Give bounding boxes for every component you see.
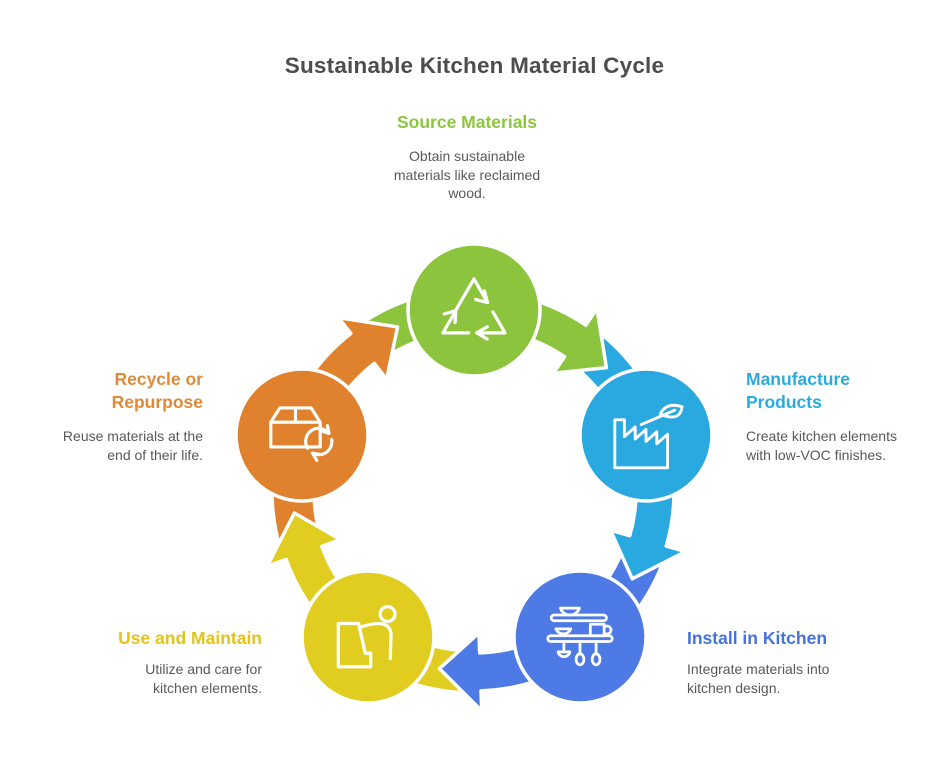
node-description-use-and-maintain: Utilize and care for kitchen elements. [145, 661, 262, 696]
node-description-source-materials: Obtain sustainable materials like reclai… [393, 148, 541, 201]
node-description-manufacture-products: Create kitchen elements with low-VOC fin… [746, 428, 897, 463]
factory-leaf-icon [613, 403, 684, 470]
person-counter-icon [336, 605, 397, 669]
node-label-use-and-maintain: Use and Maintain [118, 628, 262, 648]
node-label-recycle-or-repurpose: Recycle or Repurpose [111, 369, 203, 412]
node-description-recycle-or-repurpose: Reuse materials at the end of their life… [62, 428, 203, 463]
recycle-triangle-icon [441, 277, 507, 341]
page-title: Sustainable Kitchen Material Cycle [284, 53, 665, 78]
node-circle-use-and-maintain [300, 569, 436, 705]
kitchen-shelves-icon [546, 606, 614, 667]
node-circle-recycle-or-repurpose [234, 367, 370, 503]
node-description-install-in-kitchen: Integrate materials into kitchen design. [687, 661, 830, 696]
node-label-manufacture-products: Manufacture Products [746, 369, 851, 412]
node-label-source-materials: Source Materials [396, 112, 538, 132]
node-circle-source-materials [406, 242, 542, 378]
box-recycle-icon [269, 406, 334, 462]
node-label-install-in-kitchen: Install in Kitchen [687, 628, 828, 648]
